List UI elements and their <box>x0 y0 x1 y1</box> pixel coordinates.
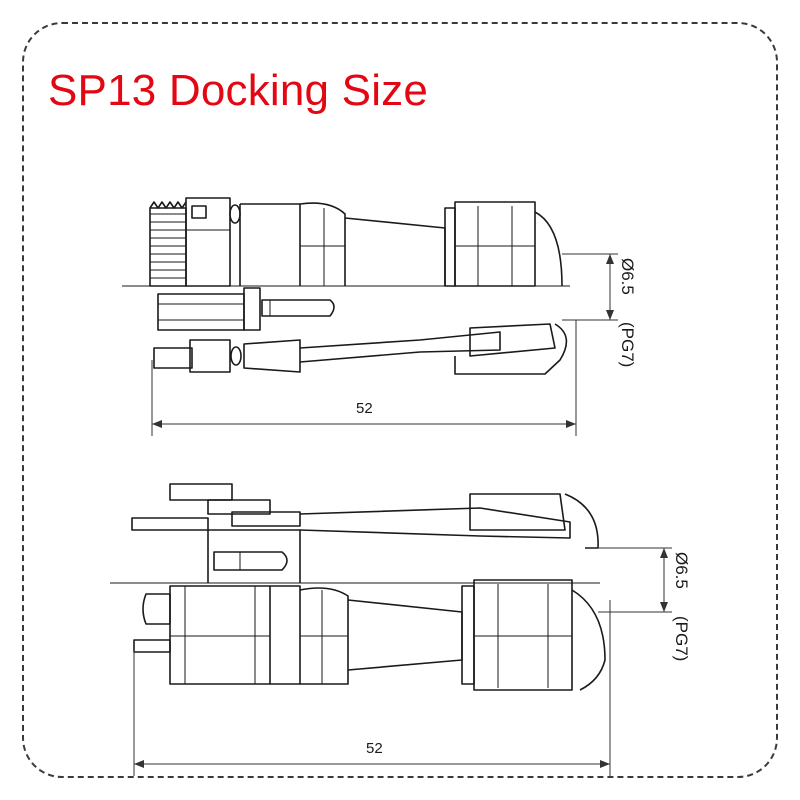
bottom-length-label: 52 <box>366 740 383 757</box>
top-connector-drawing <box>122 197 570 375</box>
top-length-dimension <box>151 320 577 436</box>
bottom-diameter-label: Ø6.5 <box>672 552 691 589</box>
page-title: SP13 Docking Size <box>48 66 429 115</box>
bottom-connector-drawing <box>110 483 606 691</box>
bottom-gland-label: (PG7) <box>672 616 691 661</box>
dashed-border-frame <box>22 22 778 778</box>
bottom-diameter-dimension <box>598 547 672 613</box>
top-gland-label: (PG7) <box>618 322 637 367</box>
top-diameter-label: Ø6.5 <box>618 258 637 295</box>
bottom-length-dimension <box>133 600 611 776</box>
top-diameter-dimension <box>562 253 618 321</box>
top-length-label: 52 <box>356 400 373 417</box>
